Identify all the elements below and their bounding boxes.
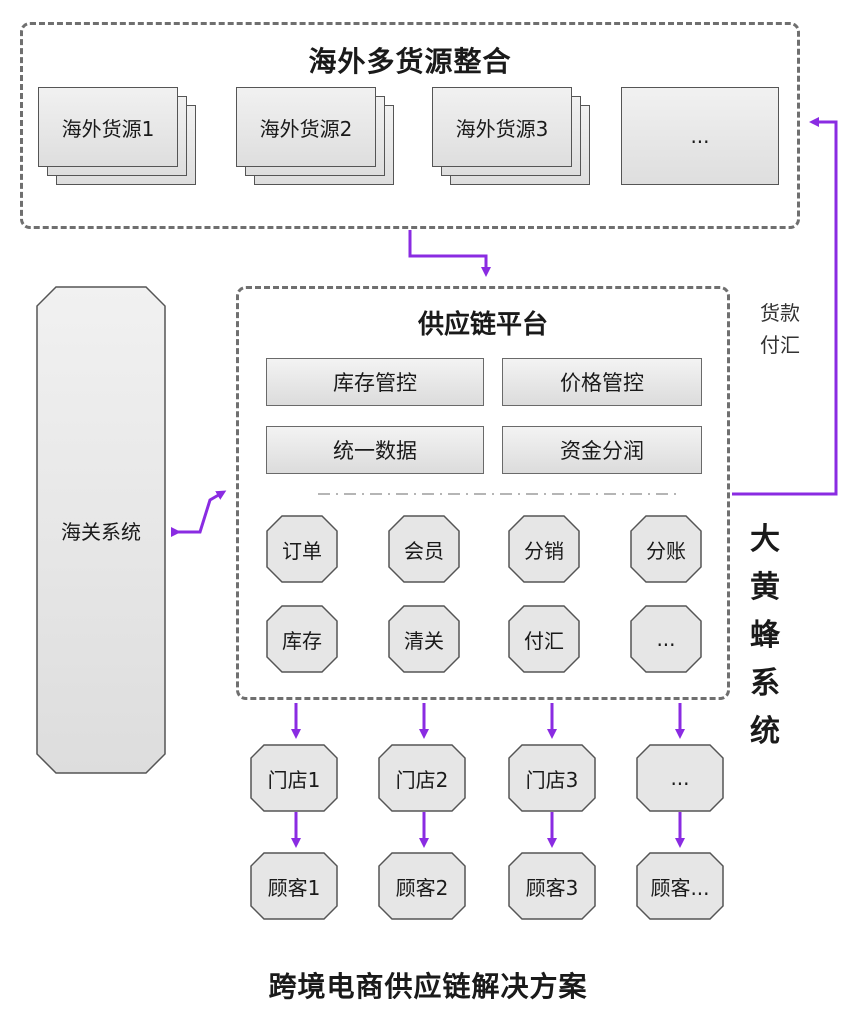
module-inventory[interactable]: 库存 xyxy=(266,605,338,673)
store-more[interactable]: ... xyxy=(636,744,724,812)
customer-1[interactable]: 顾客1 xyxy=(250,852,338,920)
module-label: ... xyxy=(656,627,676,651)
module-label: 会员 xyxy=(404,538,444,563)
arrow-customs-platform xyxy=(171,490,227,537)
module-label: 付汇 xyxy=(524,628,564,653)
module-label: 库存 xyxy=(282,628,322,653)
customer-3[interactable]: 顾客3 xyxy=(508,852,596,920)
overseas-source-label: 海外货源2 xyxy=(236,87,376,167)
module-customs-clearance[interactable]: 清关 xyxy=(388,605,460,673)
customer-label: 顾客2 xyxy=(395,875,449,900)
payment-label: 货款 付汇 xyxy=(760,297,800,361)
system-name-vertical: 大 黄 蜂 系 统 xyxy=(745,516,785,756)
arrow-overseas-to-platform xyxy=(408,230,491,277)
overseas-source-label: 海外货源1 xyxy=(38,87,178,167)
system-name-char: 蜂 xyxy=(750,618,780,653)
module-label: 订单 xyxy=(282,538,322,563)
module-label: 清关 xyxy=(404,628,444,653)
customs-system-label: 海关系统 xyxy=(61,519,141,544)
customer-label: 顾客... xyxy=(650,875,710,900)
overseas-source-2[interactable]: 海外货源2 xyxy=(236,87,394,185)
customs-system[interactable]: 海关系统 xyxy=(36,286,166,774)
module-distribution[interactable]: 分销 xyxy=(508,515,580,583)
module-payment[interactable]: 付汇 xyxy=(508,605,580,673)
overseas-source-more[interactable]: ... xyxy=(621,87,779,185)
store-label: ... xyxy=(670,766,690,790)
control-unified-data[interactable]: 统一数据 xyxy=(266,426,484,474)
customer-more[interactable]: 顾客... xyxy=(636,852,724,920)
module-order[interactable]: 订单 xyxy=(266,515,338,583)
system-name-char: 黄 xyxy=(750,570,780,605)
store-3[interactable]: 门店3 xyxy=(508,744,596,812)
customer-label: 顾客1 xyxy=(267,875,321,900)
overseas-sources-group xyxy=(20,22,800,229)
customer-2[interactable]: 顾客2 xyxy=(378,852,466,920)
system-name-char: 大 xyxy=(750,522,780,557)
overseas-source-3[interactable]: 海外货源3 xyxy=(432,87,590,185)
store-label: 门店3 xyxy=(525,767,579,792)
customer-label: 顾客3 xyxy=(525,875,579,900)
module-split-account[interactable]: 分账 xyxy=(630,515,702,583)
overseas-group-title: 海外多货源整合 xyxy=(308,45,512,78)
module-label: 分账 xyxy=(646,538,686,563)
module-label: 分销 xyxy=(524,538,564,563)
control-inventory[interactable]: 库存管控 xyxy=(266,358,484,406)
system-name-char: 系 xyxy=(750,666,780,701)
diagram-footer-title: 跨境电商供应链解决方案 xyxy=(268,970,588,1003)
control-fund-sharing[interactable]: 资金分润 xyxy=(502,426,702,474)
overseas-source-label: 海外货源3 xyxy=(432,87,572,167)
overseas-source-1[interactable]: 海外货源1 xyxy=(38,87,196,185)
module-more[interactable]: ... xyxy=(630,605,702,673)
supply-platform-group xyxy=(236,286,730,700)
arrow-payment-to-overseas xyxy=(732,117,838,496)
store-label: 门店2 xyxy=(395,767,449,792)
system-name-char: 统 xyxy=(750,714,780,749)
payment-label-line2: 付汇 xyxy=(760,333,800,357)
supply-platform-title: 供应链平台 xyxy=(417,310,548,340)
store-1[interactable]: 门店1 xyxy=(250,744,338,812)
payment-label-line1: 货款 xyxy=(760,301,800,325)
store-2[interactable]: 门店2 xyxy=(378,744,466,812)
store-label: 门店1 xyxy=(267,767,321,792)
module-member[interactable]: 会员 xyxy=(388,515,460,583)
control-price[interactable]: 价格管控 xyxy=(502,358,702,406)
